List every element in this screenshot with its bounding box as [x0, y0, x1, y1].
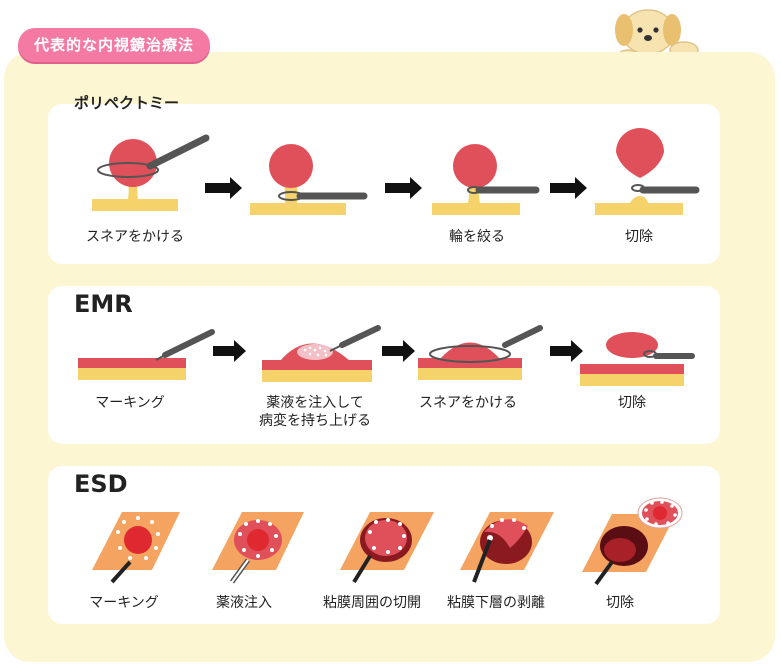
esd-step-5-label: 切除	[606, 595, 634, 611]
emr-step-2-label-line-2: 病変を持ち上げる	[259, 413, 371, 429]
polypectomy-panel	[48, 104, 720, 264]
esd-step-1-figure	[92, 512, 180, 584]
emr-step-3-figure	[418, 325, 543, 380]
esd-step-1-label: マーキング	[89, 595, 159, 611]
emr-step-4-label: 切除	[618, 395, 646, 411]
right-arrow-icon	[382, 340, 415, 362]
polypectomy-step-3-label: 輪を絞る	[449, 229, 505, 245]
esd-step-2-figure	[212, 512, 304, 584]
page-title: 代表的な内視鏡治療法	[18, 28, 211, 62]
esd-step-4-label: 粘膜下層の剥離	[447, 595, 545, 611]
polypectomy-step-1-figure	[92, 134, 210, 211]
polypectomy-step-2-figure	[250, 144, 368, 215]
emr-step-3-label: スネアをかける	[419, 395, 517, 411]
esd-title: ESD	[74, 470, 128, 498]
right-arrow-icon	[550, 177, 587, 199]
polypectomy-step-4-label: 切除	[625, 229, 653, 245]
esd-step-2-label: 薬液注入	[216, 595, 272, 611]
esd-step-5-figure	[582, 497, 683, 586]
right-arrow-icon	[205, 177, 242, 199]
polypectomy-step-4-figure	[595, 128, 700, 215]
emr-step-1-figure	[78, 329, 215, 380]
polypectomy-title: ポリペクトミー	[74, 94, 180, 112]
esd-step-3-figure	[340, 512, 434, 584]
emr-step-2-label-line-1: 薬液を注入して	[266, 395, 364, 411]
right-arrow-icon	[213, 340, 246, 362]
right-arrow-icon	[550, 340, 583, 362]
polypectomy-step-3-figure	[432, 144, 540, 215]
esd-step-4-figure	[460, 512, 554, 583]
esd-step-3-label: 粘膜周囲の切開	[323, 595, 421, 611]
emr-title: EMR	[74, 290, 133, 318]
right-arrow-icon	[385, 177, 422, 199]
emr-step-2-figure	[262, 325, 381, 382]
emr-step-4-figure	[580, 332, 695, 386]
emr-step-1-label: マーキング	[95, 395, 165, 411]
polypectomy-step-1-label: スネアをかける	[86, 229, 184, 245]
